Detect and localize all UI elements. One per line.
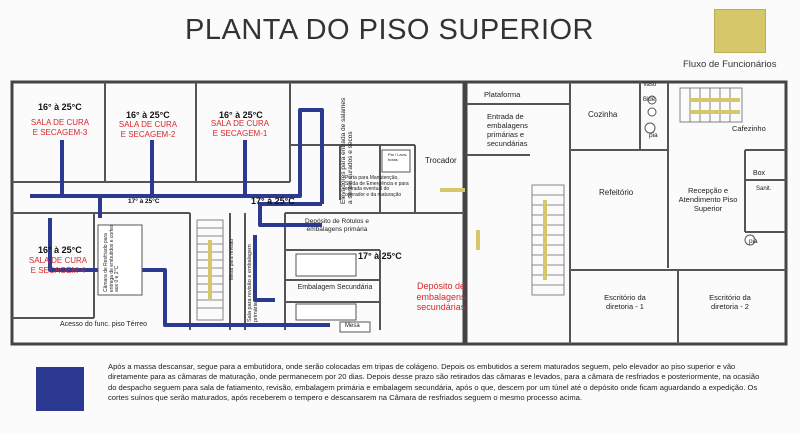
interior-walls-right — [466, 82, 786, 344]
refeitorio-label: Refeitório — [599, 188, 634, 197]
deposito-rotulos-label: Depósito de Rótulos e embalagens primári… — [305, 218, 369, 233]
corridor-temp-2: 17° à 25°C — [251, 196, 295, 206]
mesa-revisao-label: Mesa para revisão — [229, 238, 235, 280]
corridor-temp-1: 17° à 25°C — [128, 198, 160, 205]
escritorio2-label: Escritório da diretoria - 2 — [709, 293, 751, 311]
box-label: Box — [753, 170, 766, 177]
chamber-label: Câmara de Resfriado para entrega de embu… — [103, 224, 120, 292]
cozinha-label: Cozinha — [588, 110, 618, 119]
walls-right-block — [464, 80, 788, 346]
pia-label-1: pia — [649, 132, 658, 139]
trocador-label: Trocador — [425, 156, 457, 165]
cafezinho-label: Cafezinho — [732, 124, 766, 133]
legend-swatch-staff-flow — [714, 9, 766, 53]
process-note: Após a massa descansar, segue para a emb… — [108, 362, 760, 402]
corridor-temp-3: 17° à 25°C — [358, 251, 402, 261]
deposito-embalagens-label: Depósito de embalagens secundárias — [416, 281, 466, 312]
vaso-label: Vaso — [643, 82, 657, 88]
legend-label: Fluxo de Funcionários — [683, 59, 777, 70]
room3-temp: 16° à 25°C — [219, 110, 263, 120]
recepcao-label: Recepção e Atendimento Piso Superior — [678, 186, 738, 213]
porta-label: Porta para Manutenção, Saída de Emergênc… — [345, 175, 409, 198]
embalagem-secundaria-label: Embalagem Secundária — [297, 284, 373, 291]
room3-name: SALA DE CURA E SECAGEM-1 — [210, 119, 270, 138]
lava-botas-label: Pia / Lava-botas — [388, 152, 408, 162]
room1-temp: 16° à 25°C — [38, 102, 82, 112]
room2-temp: 16° à 25°C — [126, 110, 170, 120]
legend-swatch-product-flow — [36, 367, 84, 411]
staff-flow-path — [208, 98, 740, 300]
room2-name: SALA DE CURA E SECAGEM-2 — [118, 120, 178, 139]
page-title: PLANTA DO PISO SUPERIOR — [185, 14, 595, 46]
product-flow-path — [30, 108, 330, 327]
pia-label-2: pia — [749, 238, 758, 245]
access-label: Acesso do func. piso Térreo — [60, 321, 148, 328]
furniture — [97, 95, 756, 333]
sanit-label: Sanit. — [756, 186, 772, 192]
room1-name: SALA DE CURA E SECAGEM-3 — [30, 118, 90, 137]
escritorio1-label: Escritório da diretoria - 1 — [604, 293, 646, 311]
sala-revisao-label: Sala para revisão e embalagem primária — [247, 244, 259, 322]
stairs-right — [531, 87, 743, 296]
room4-temp: 16° à 25°C — [38, 245, 82, 255]
bide-label: Bidê — [643, 97, 656, 103]
entrada-embalagens-label: Entrada de embalagens primárias e secund… — [487, 112, 528, 148]
stairs-left — [196, 219, 224, 321]
plataforma-label: Plataforma — [484, 90, 521, 99]
mesa-label: Mesa — [345, 323, 360, 329]
room4-name: SALA DE CURA E SECAGEM-4 — [28, 256, 88, 275]
